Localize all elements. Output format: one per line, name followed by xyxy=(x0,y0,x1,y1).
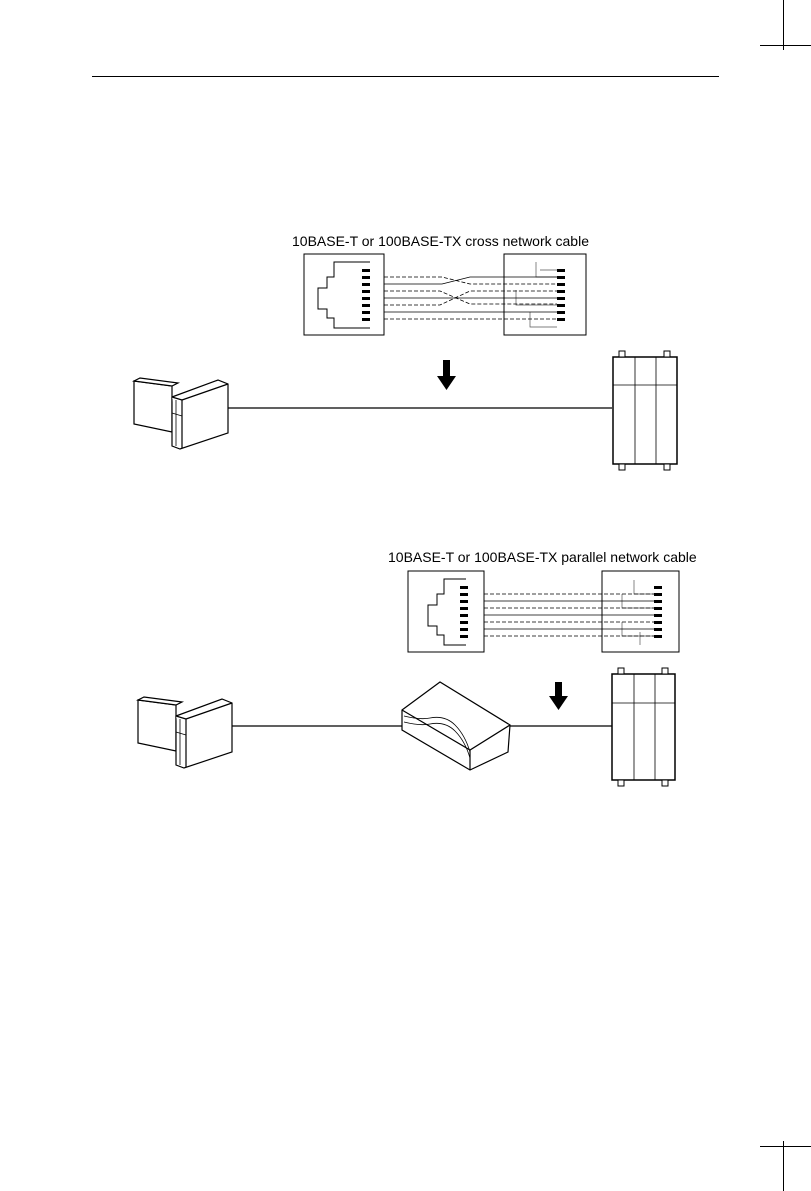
device-cabinet-bottom xyxy=(612,668,675,786)
parallel-arrow-icon xyxy=(549,682,568,710)
cross-right-traces xyxy=(516,262,557,327)
device-cabinet-top xyxy=(613,351,677,470)
pc-icon-top xyxy=(134,378,228,449)
cross-cable-detail xyxy=(304,254,586,335)
cross-wires xyxy=(384,277,557,319)
parallel-cable-detail xyxy=(408,571,679,652)
parallel-left-pins xyxy=(460,586,468,638)
cross-left-pins xyxy=(362,269,370,321)
cross-arrow-icon xyxy=(437,360,456,390)
parallel-wires xyxy=(484,594,654,636)
cross-right-pins xyxy=(557,269,565,321)
parallel-right-connector-box xyxy=(602,571,679,652)
pc-icon-bottom xyxy=(138,697,232,768)
parallel-right-traces xyxy=(622,580,654,645)
parallel-right-pins xyxy=(654,586,662,638)
cross-left-connector-box xyxy=(304,254,384,335)
parallel-left-connector-box xyxy=(408,571,484,652)
hub-icon xyxy=(402,682,510,770)
